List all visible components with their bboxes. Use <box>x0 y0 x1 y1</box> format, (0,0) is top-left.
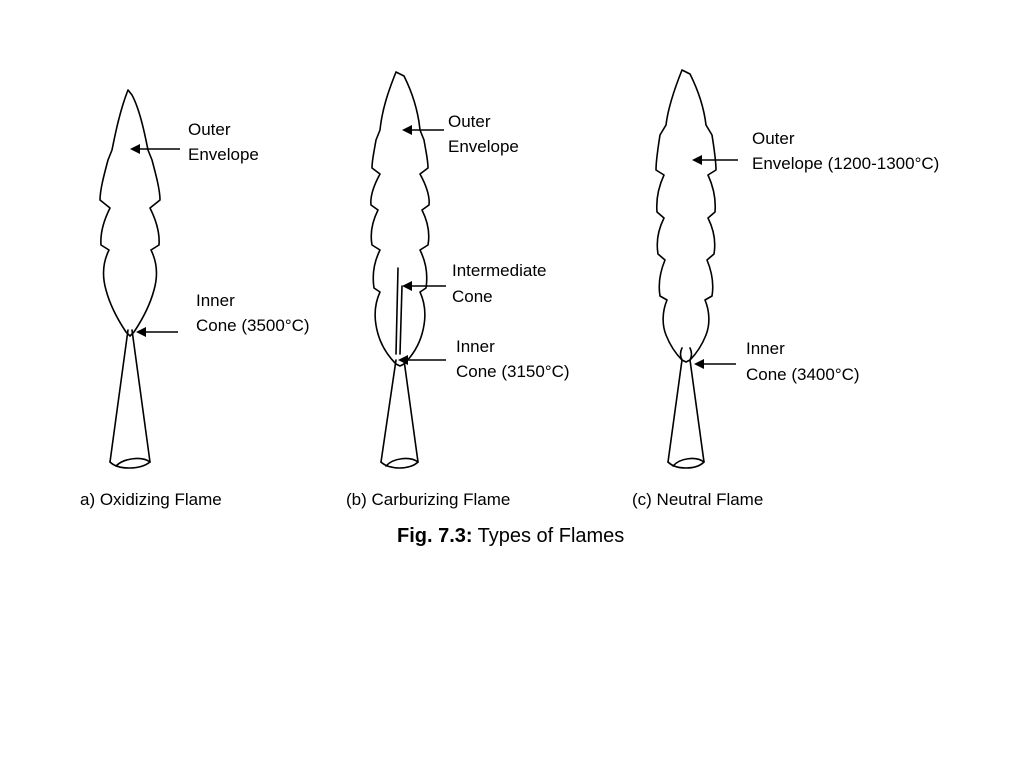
oxidizing-inner-label-line2: Cone (3500°C) <box>196 316 310 335</box>
oxidizing-inner-label-line1: Inner <box>196 291 235 310</box>
neutral-nozzle-tip <box>667 457 705 469</box>
oxidizing-flame-diagram: Outer Envelope Inner Cone (3500°C) a) Ox… <box>80 89 310 509</box>
oxidizing-outer-envelope-outline <box>99 89 161 337</box>
carburizing-outer-label-line1: Outer <box>448 112 491 131</box>
oxidizing-outer-label-line2: Envelope <box>188 145 259 164</box>
carburizing-flame-diagram: Outer Envelope Intermediate Cone Inner C… <box>346 71 570 509</box>
neutral-outer-label-line1: Outer <box>752 129 795 148</box>
figure-title: Types of Flames <box>478 525 625 547</box>
carburizing-intermediate-arrow <box>402 281 446 291</box>
carburizing-inner-label-line2: Cone (3150°C) <box>456 362 570 381</box>
carburizing-intermediate-label-line1: Intermediate <box>452 261 547 280</box>
carburizing-outer-arrow <box>402 125 444 135</box>
neutral-inner-label-line1: Inner <box>746 339 785 358</box>
figure-caption: Fig. 7.3:Types of Flames <box>397 525 624 547</box>
neutral-outer-label-line2: Envelope (1200-1300°C) <box>752 154 939 173</box>
neutral-flame-diagram: Outer Envelope (1200-1300°C) Inner Cone … <box>632 69 939 509</box>
neutral-inner-cone-outline <box>667 347 705 463</box>
oxidizing-outer-arrow <box>130 144 180 154</box>
neutral-inner-arrow <box>694 359 736 369</box>
carburizing-inner-label-line1: Inner <box>456 337 495 356</box>
neutral-outer-arrow <box>692 155 738 165</box>
carburizing-inner-cone-outline <box>380 359 419 463</box>
carburizing-outer-label-line2: Envelope <box>448 137 519 156</box>
oxidizing-inner-arrow <box>136 327 178 337</box>
carburizing-inner-arrow <box>398 355 446 365</box>
neutral-outer-envelope-outline <box>655 69 717 363</box>
carburizing-intermediate-label-line2: Cone <box>452 287 493 306</box>
neutral-flame-caption: (c) Neutral Flame <box>632 490 763 509</box>
carburizing-intermediate-cone-outline <box>395 267 403 355</box>
oxidizing-outer-label-line1: Outer <box>188 120 231 139</box>
carburizing-flame-caption: (b) Carburizing Flame <box>346 490 510 509</box>
oxidizing-nozzle-tip <box>109 457 151 469</box>
carburizing-nozzle-tip <box>380 457 419 469</box>
carburizing-outer-envelope-outline <box>370 71 430 367</box>
figure-number: Fig. 7.3: <box>397 525 473 547</box>
oxidizing-inner-cone-outline <box>109 329 151 463</box>
oxidizing-flame-caption: a) Oxidizing Flame <box>80 490 222 509</box>
neutral-inner-label-line2: Cone (3400°C) <box>746 365 860 384</box>
